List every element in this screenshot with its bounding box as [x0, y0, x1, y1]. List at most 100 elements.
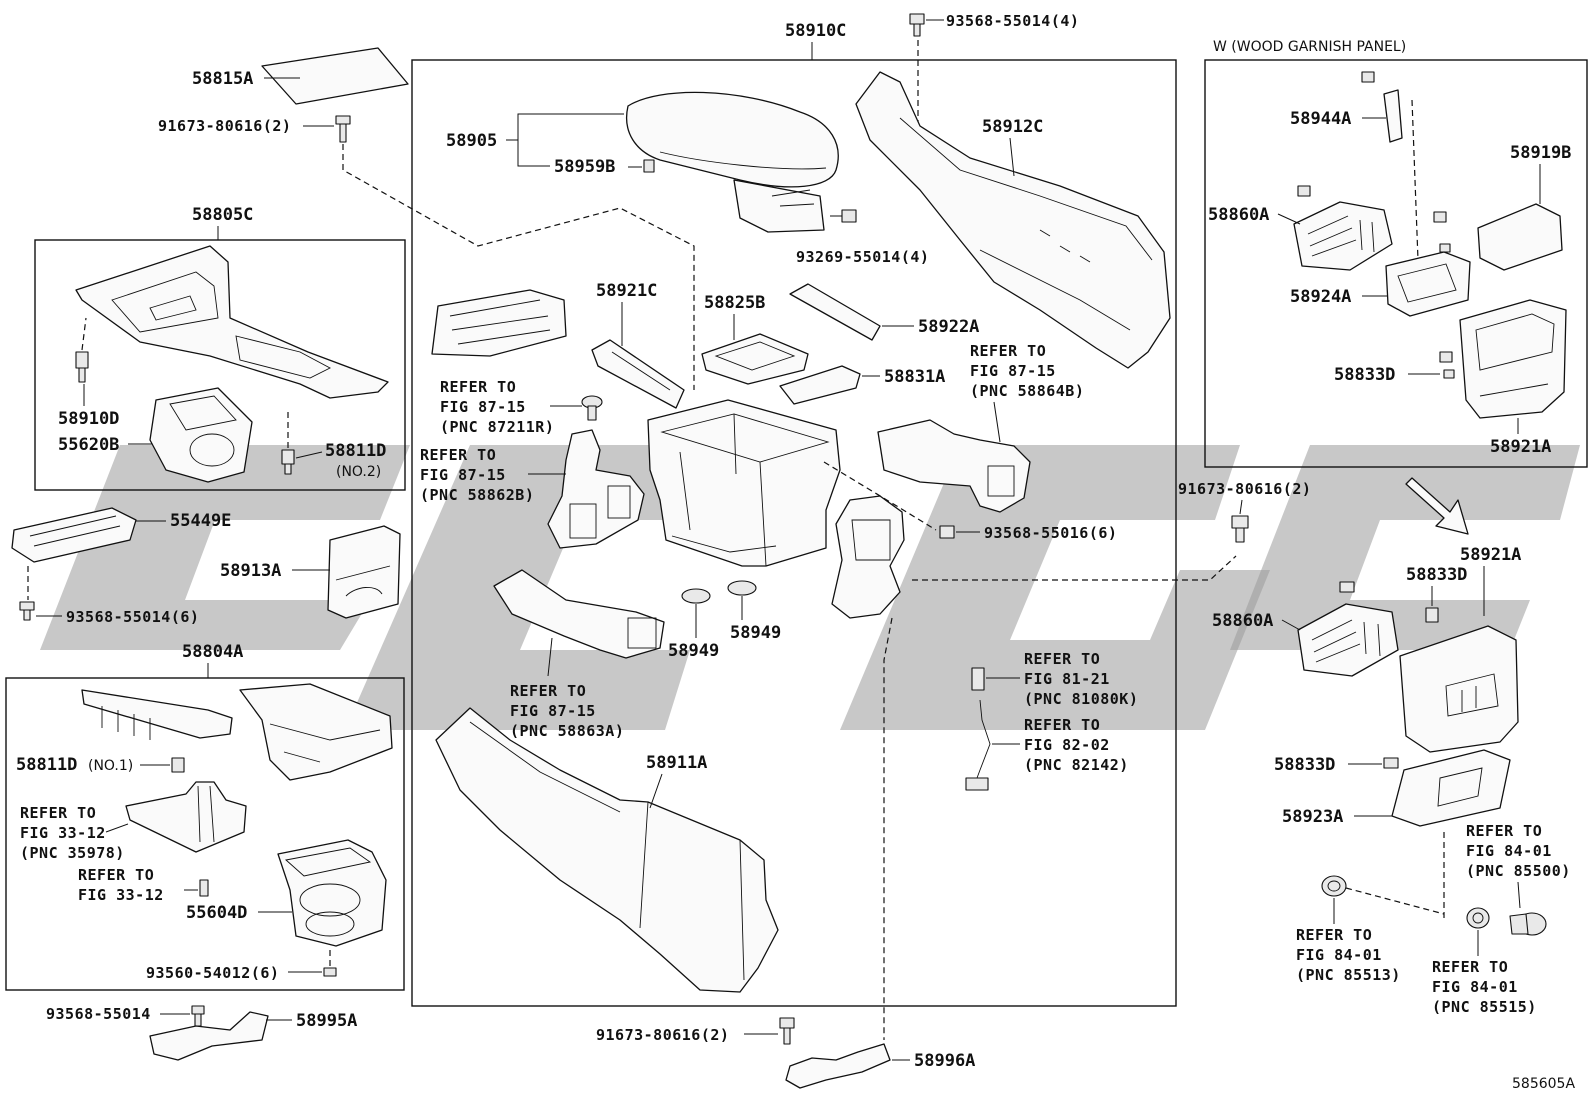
- ref-58864B-l3: (PNC 58864B): [970, 382, 1084, 400]
- label-55604D: 55604D: [186, 903, 247, 923]
- pin-87211R-icon: [581, 395, 603, 421]
- strip-58922A-drawing: [789, 283, 881, 341]
- label-58811D-no2: 58811D: [325, 441, 386, 461]
- ref-85500-l2: FIG 84-01: [1466, 842, 1552, 860]
- bolt-91673-a-icon: [335, 115, 351, 143]
- label-55449E: 55449E: [170, 511, 231, 531]
- label-58921A-top: 58921A: [1490, 437, 1551, 457]
- upper-console-box: [34, 239, 406, 491]
- ref-58862B-l2: FIG 87-15: [420, 466, 506, 484]
- label-58924A: 58924A: [1290, 287, 1351, 307]
- label-58959B: 58959B: [554, 157, 615, 177]
- note-no2: (NO.2): [336, 464, 381, 480]
- connector-81080K-icon: [971, 667, 985, 691]
- panel-58921A-top-drawing: [1459, 299, 1567, 419]
- bolt-93560-icon: [323, 967, 337, 977]
- side-panel-58912C-drawing: [855, 71, 1171, 369]
- bracket-upper-drawing: [239, 683, 393, 781]
- console-panel-58805C-drawing: [75, 245, 389, 399]
- note-no1: (NO.1): [88, 758, 133, 774]
- holder-58913A-drawing: [327, 525, 401, 619]
- lower-box-label: 58804A: [182, 642, 243, 662]
- ref-35978-l3: (PNC 35978): [20, 844, 125, 862]
- label-58860A-bot: 58860A: [1212, 611, 1273, 631]
- wood-garnish-box: [1204, 59, 1588, 468]
- label-58944A: 58944A: [1290, 109, 1351, 129]
- ref-85515-l3: (PNC 85515): [1432, 998, 1537, 1016]
- armrest-lid-drawing: [626, 91, 839, 233]
- label-58995A: 58995A: [296, 1011, 357, 1031]
- label-91673-80616-a: 91673-80616(2): [158, 117, 291, 135]
- screw-93568-55016-icon: [939, 525, 955, 539]
- switch-55449E-drawing: [11, 507, 137, 563]
- ref-87211R-l2: FIG 87-15: [440, 398, 526, 416]
- ring-58949-b-icon: [727, 580, 757, 596]
- socket-85513-icon: [1321, 875, 1347, 897]
- ref-58862B-l3: (PNC 58862B): [420, 486, 534, 504]
- main-assembly-box: [411, 59, 1177, 1007]
- label-91673-80616-c: 91673-80616(2): [1178, 480, 1311, 498]
- ref-58864B-l1: REFER TO: [970, 342, 1046, 360]
- ref-3312-l2: FIG 33-12: [78, 886, 164, 904]
- bracket-left-drawing: [431, 289, 567, 357]
- screw-58833D-mid-icon: [1425, 607, 1439, 623]
- label-58919B: 58919B: [1510, 143, 1571, 163]
- figure-code: 585605A: [1512, 1076, 1575, 1092]
- label-58825B: 58825B: [704, 293, 765, 313]
- ref-85513-l2: FIG 84-01: [1296, 946, 1382, 964]
- clip-58910D-icon: [75, 351, 89, 383]
- label-93568-55014-6: 93568-55014(6): [66, 608, 199, 626]
- label-91673-80616-b: 91673-80616(2): [596, 1026, 729, 1044]
- ref-81080K-l2: FIG 81-21: [1024, 670, 1110, 688]
- console-frame-drawing: [647, 399, 841, 567]
- harness-82142-drawing: [965, 699, 991, 791]
- ref-35978-l1: REFER TO: [20, 804, 96, 822]
- label-55620B: 55620B: [58, 435, 119, 455]
- label-58921A-bot: 58921A: [1460, 545, 1521, 565]
- ring-58949-a-icon: [681, 588, 711, 604]
- label-58996A: 58996A: [914, 1051, 975, 1071]
- ref-35978-l2: FIG 33-12: [20, 824, 106, 842]
- ref-82142-l2: FIG 82-02: [1024, 736, 1110, 754]
- ref-87211R-l1: REFER TO: [440, 378, 516, 396]
- bolt-91673-b-icon: [779, 1017, 795, 1045]
- bolt-91673-c-icon: [1231, 515, 1249, 543]
- label-58949-a: 58949: [668, 641, 719, 661]
- ref-81080K-l3: (PNC 81080K): [1024, 690, 1138, 708]
- ref-58862B-l1: REFER TO: [420, 446, 496, 464]
- screw-58833D-bot-icon: [1383, 757, 1399, 769]
- screw-58944A-top-icon: [1361, 71, 1375, 83]
- vent-58860A-top-drawing: [1293, 201, 1393, 271]
- ref-82142-l3: (PNC 82142): [1024, 756, 1129, 774]
- clip-58811D-no1-icon: [171, 757, 185, 773]
- label-58833D-top: 58833D: [1334, 365, 1395, 385]
- label-93560-54012-6: 93560-54012(6): [146, 964, 279, 982]
- label-93568-55016-6: 93568-55016(6): [984, 524, 1117, 542]
- clip-58959B-icon: [643, 159, 655, 173]
- tray-58825B-drawing: [701, 333, 809, 385]
- main-box-label: 58910C: [785, 21, 846, 41]
- side-panel-58911A-drawing: [435, 707, 779, 993]
- label-58922A-final: 58922A: [918, 317, 979, 337]
- garnish-58919B-drawing: [1477, 203, 1563, 271]
- cup-holder-55604D-drawing: [277, 839, 387, 947]
- ref-85513-l1: REFER TO: [1296, 926, 1372, 944]
- ref-58864B-l2: FIG 87-15: [970, 362, 1056, 380]
- clip-58944A-drawing: [1383, 89, 1403, 143]
- label-58910D: 58910D: [58, 409, 119, 429]
- bracket-mid-drawing: [831, 495, 905, 619]
- label-58833D-mid: 58833D: [1406, 565, 1467, 585]
- cover-58831A-drawing: [779, 365, 861, 405]
- ref-58863A-l1: REFER TO: [510, 682, 586, 700]
- frame-58924A-drawing: [1385, 251, 1471, 317]
- bracket-58996A-drawing: [785, 1043, 891, 1089]
- bracket-58995A-drawing: [149, 1011, 269, 1061]
- socket-85515-icon: [1466, 907, 1490, 929]
- label-58949-b: 58949: [730, 623, 781, 643]
- bracket-58921C-drawing: [591, 339, 685, 409]
- ref-85513-l3: (PNC 85513): [1296, 966, 1401, 984]
- upper-box-label: 58805C: [192, 205, 253, 225]
- boot-drawing: [125, 781, 247, 853]
- watermark-logo: [40, 445, 1580, 730]
